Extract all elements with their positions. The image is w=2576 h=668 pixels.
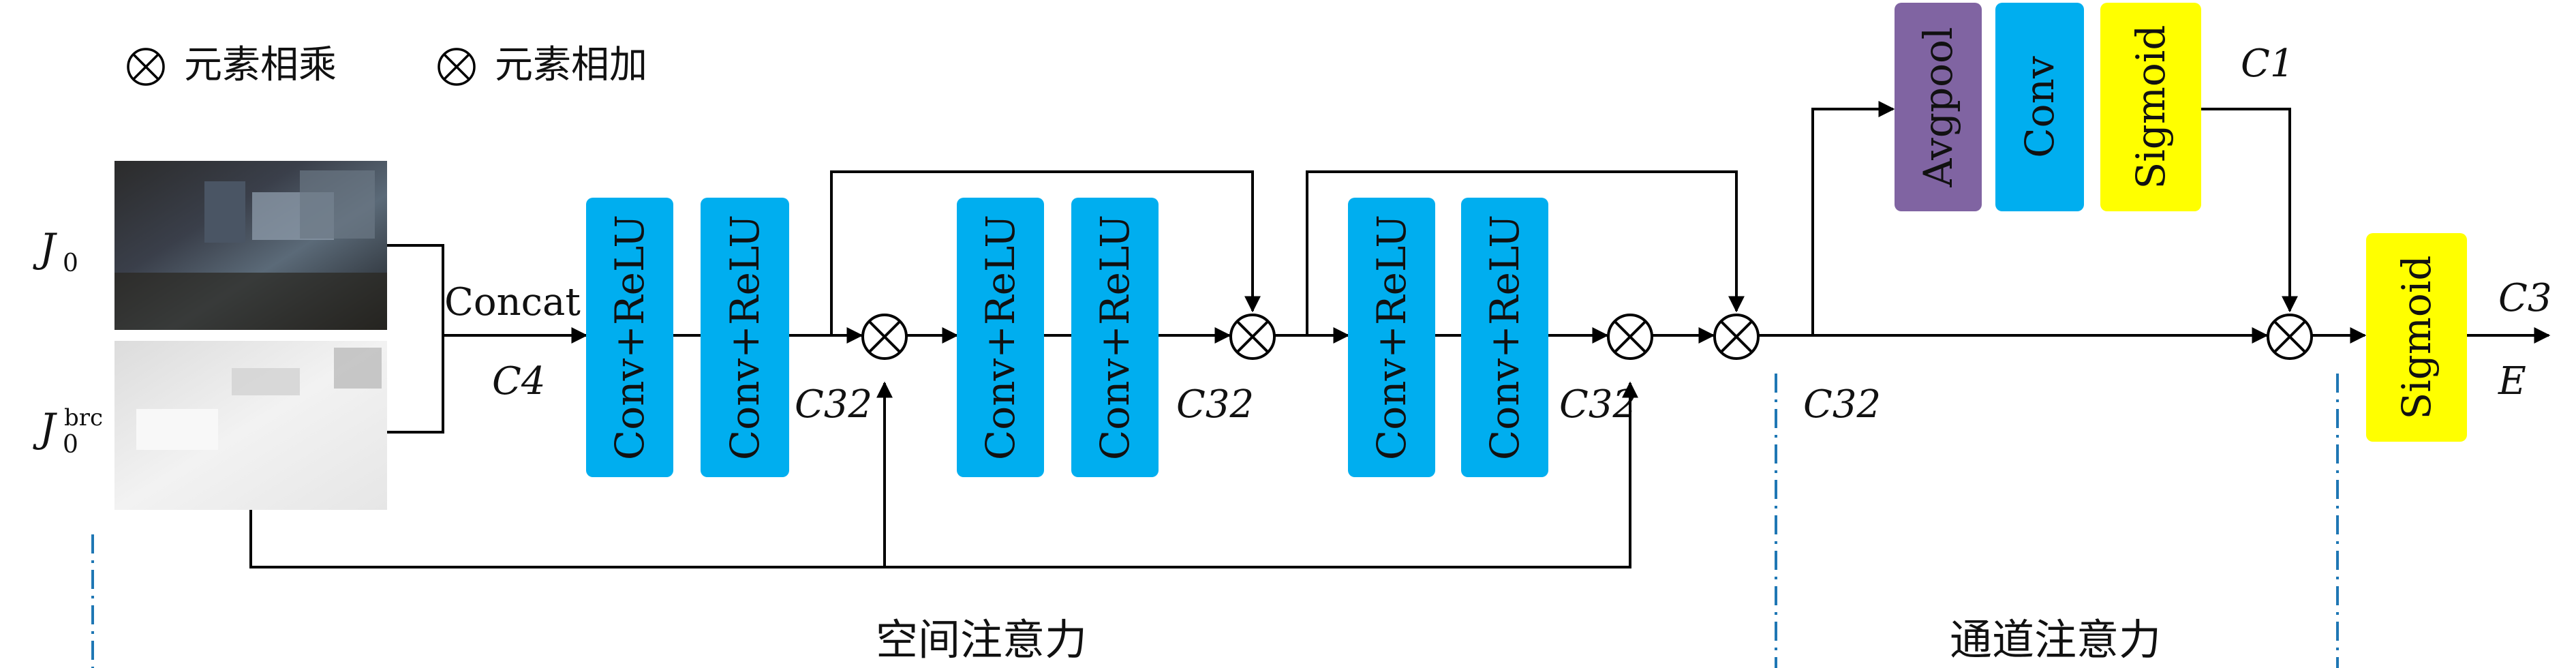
- conv-block: Conv: [1995, 3, 2084, 211]
- c1-label: C1: [2241, 42, 2294, 86]
- concat-label: Concat: [444, 280, 581, 324]
- svg-text:Sigmoid: Sigmoid: [2128, 25, 2174, 189]
- concat-bracket: [387, 244, 444, 434]
- svg-text:Conv+ReLU: Conv+ReLU: [722, 215, 768, 460]
- legend-add-label: 元素相加: [495, 43, 647, 87]
- c3-label: C3: [2498, 276, 2551, 320]
- conv-relu-block-4: Conv+ReLU: [1071, 198, 1159, 477]
- avgpool-block: Avgpool: [1895, 3, 1982, 211]
- conv-relu-block-5: Conv+ReLU: [1348, 198, 1435, 477]
- label-j0: J 0: [33, 225, 78, 277]
- skip-connection-1: [830, 170, 1261, 335]
- multiply-op-1: [861, 314, 908, 360]
- section-spatial-attention: 空间注意力: [876, 615, 1087, 665]
- svg-text:Conv+ReLU: Conv+ReLU: [977, 215, 1024, 460]
- wire-to-avgpool: [1811, 101, 1895, 335]
- conv-relu-block-6: Conv+ReLU: [1461, 198, 1548, 477]
- add-legend-icon: [438, 48, 476, 86]
- multiply-op-2: [1229, 314, 1276, 360]
- e-label: E: [2498, 359, 2526, 404]
- conv-relu-block-3: Conv+ReLU: [957, 198, 1044, 477]
- sigmoid-block-2: Sigmoid: [2366, 233, 2467, 442]
- c4-label: C4: [492, 359, 545, 404]
- svg-text:Avgpool: Avgpool: [1915, 27, 1961, 188]
- multiply-op-5: [2267, 314, 2313, 360]
- multiply-op-4: [1713, 314, 1760, 360]
- svg-text:J: J: [33, 405, 57, 451]
- wire-sigmoid-op5: [2201, 108, 2298, 313]
- legend: 元素相乘 元素相加: [127, 43, 647, 87]
- svg-text:Sigmoid: Sigmoid: [2393, 255, 2440, 419]
- svg-text:Conv+ReLU: Conv+ReLU: [1368, 215, 1415, 460]
- sigmoid-block-1: Sigmoid: [2100, 3, 2201, 211]
- section-channel-attention: 通道注意力: [1950, 615, 2161, 665]
- input-image-j0-brc: [114, 341, 387, 510]
- c32-label-c: C32: [1559, 382, 1637, 427]
- c32-label-d: C32: [1803, 382, 1881, 427]
- svg-text:brc: brc: [64, 404, 103, 431]
- bypass-to-add: [249, 381, 1638, 568]
- c32-label-b: C32: [1176, 382, 1254, 427]
- multiply-legend-icon: [127, 48, 165, 86]
- label-j0-brc: J 0 brc: [33, 404, 103, 459]
- svg-text:Conv+ReLU: Conv+ReLU: [1482, 215, 1528, 460]
- svg-text:Conv: Conv: [2017, 56, 2063, 158]
- svg-text:Conv+ReLU: Conv+ReLU: [607, 215, 653, 460]
- skip-connection-2: [1306, 170, 1745, 335]
- conv-relu-block-2: Conv+ReLU: [701, 198, 789, 477]
- c32-label-a: C32: [795, 382, 872, 427]
- svg-text:0: 0: [63, 431, 78, 459]
- conv-relu-block-1: Conv+ReLU: [586, 198, 673, 477]
- svg-text:0: 0: [63, 249, 78, 277]
- add-op: [1607, 314, 1653, 360]
- svg-text:J: J: [33, 225, 57, 271]
- svg-text:Conv+ReLU: Conv+ReLU: [1092, 215, 1138, 460]
- input-image-j0: [114, 161, 387, 330]
- legend-multiply-label: 元素相乘: [184, 43, 337, 87]
